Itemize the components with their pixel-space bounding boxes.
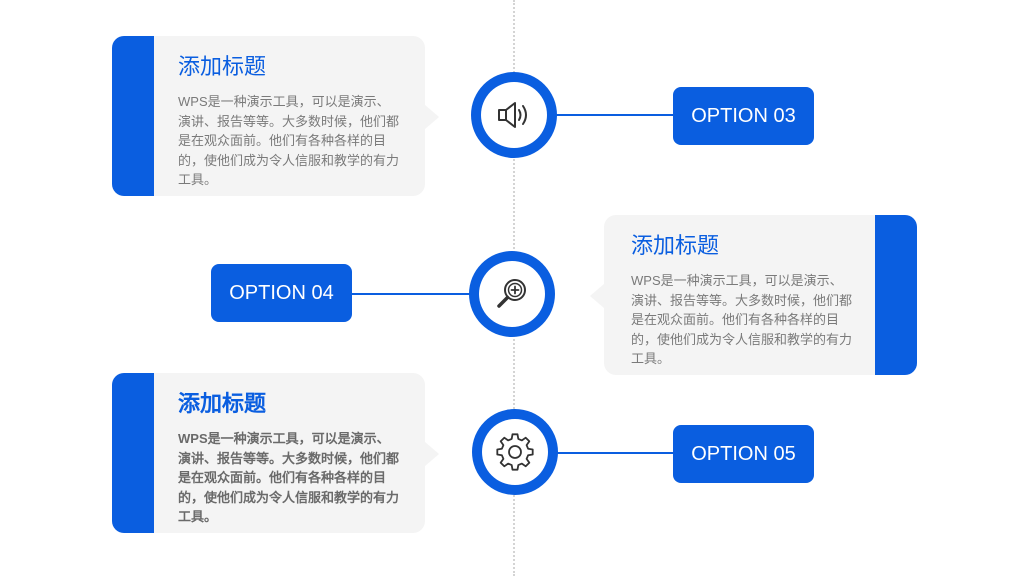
option-03-button[interactable]: OPTION 03: [673, 87, 814, 145]
card-title: 添加标题: [178, 391, 267, 416]
card-accent-bar: [875, 215, 917, 375]
info-card-1: 添加标题 WPS是一种演示工具，可以是演示、演讲、报告等等。大多数时候，他们都是…: [112, 36, 439, 196]
option-04-button[interactable]: OPTION 04: [211, 264, 352, 322]
card-pointer: [425, 442, 439, 466]
info-card-3: 添加标题 WPS是一种演示工具，可以是演示、演讲、报告等等。大多数时候，他们都是…: [112, 373, 439, 533]
card-accent-bar: [112, 36, 154, 196]
info-card-2: 添加标题 WPS是一种演示工具，可以是演示、演讲、报告等等。大多数时候，他们都是…: [590, 215, 917, 375]
card-body: WPS是一种演示工具，可以是演示、演讲、报告等等。大多数时候，他们都是在观众面前…: [631, 273, 853, 366]
connector-line-3: [556, 452, 674, 454]
zoom-in-icon: [497, 279, 526, 308]
node-circle-1: [471, 72, 557, 158]
speaker-icon: [498, 102, 527, 128]
card-body: WPS是一种演示工具，可以是演示、演讲、报告等等。大多数时候，他们都是在观众面前…: [178, 94, 400, 187]
card-accent-bar: [112, 373, 154, 533]
card-title: 添加标题: [178, 54, 267, 79]
card-title: 添加标题: [631, 233, 720, 258]
card-pointer: [590, 284, 604, 308]
connector-line-2: [352, 293, 470, 295]
connector-line-1: [556, 114, 674, 116]
gear-icon: [496, 433, 534, 471]
node-circle-2: [469, 251, 555, 337]
option-05-button[interactable]: OPTION 05: [673, 425, 814, 483]
card-pointer: [425, 105, 439, 129]
node-circle-3: [472, 409, 558, 495]
card-body: WPS是一种演示工具，可以是演示、演讲、报告等等。大多数时候，他们都是在观众面前…: [178, 431, 400, 524]
